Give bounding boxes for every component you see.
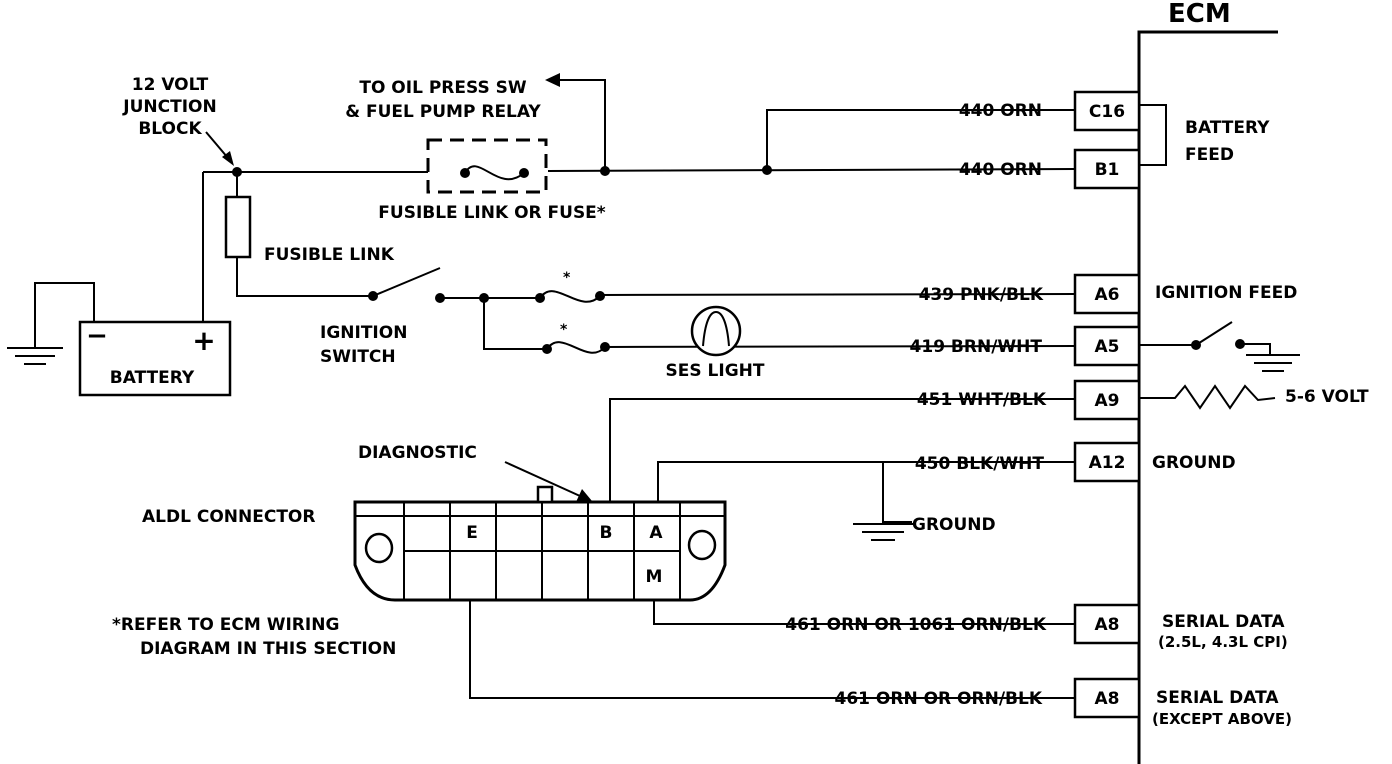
a5-switch-blade	[1195, 321, 1233, 346]
pin-label: A9	[1095, 391, 1120, 411]
pin-label: A5	[1095, 337, 1120, 357]
wire-label: 450 BLK/WHT	[915, 454, 1045, 474]
diagnostic-label: DIAGNOSTIC	[358, 443, 477, 463]
a6-fuse-terminal	[595, 291, 605, 301]
ecm-note-label: DIAGRAM IN THIS SECTION	[140, 639, 396, 659]
ignition-switch-blade	[372, 267, 441, 297]
pin-label: A6	[1095, 285, 1120, 305]
battery-feed-bracket	[1139, 104, 1167, 166]
pin-label: B1	[1095, 160, 1120, 180]
fusible-link-wire-bottom	[236, 257, 373, 297]
a5-fuse-terminal	[542, 344, 552, 354]
wire-label: 461 ORN OR 1061 ORN/BLK	[785, 615, 1047, 635]
junction-block-label: 12 VOLT	[132, 75, 209, 95]
fuse-symbol-icon	[464, 165, 525, 181]
battery-ground-wire	[34, 282, 95, 348]
a5-wire	[604, 345, 1076, 348]
ecm-bus-line	[1137, 30, 1278, 764]
fusible-link-label: FUSIBLE LINK	[264, 245, 395, 265]
ground-wire	[882, 462, 912, 523]
ignition-switch-label: IGNITION	[320, 323, 407, 343]
fuse-note-star: *	[560, 322, 568, 338]
serial-data-sub-label: (EXCEPT ABOVE)	[1152, 710, 1292, 728]
fuse-terminal-dot	[460, 168, 470, 178]
fusible-link-or-fuse-label: FUSIBLE LINK OR FUSE*	[378, 203, 606, 223]
aldl-connector-label: ALDL CONNECTOR	[142, 507, 315, 527]
fuse-terminal-dot	[519, 168, 529, 178]
ses-branch-wire	[483, 298, 547, 350]
pin-label: A8	[1095, 689, 1120, 709]
battery-feed-label: BATTERY	[1185, 118, 1270, 138]
fusible-link-or-fuse-box	[426, 138, 548, 194]
pin-label: A8	[1095, 615, 1120, 635]
serial-data-label: SERIAL DATA	[1156, 688, 1279, 708]
ecm-title: ECM	[1168, 0, 1231, 29]
ignition-feed-label: IGNITION FEED	[1155, 283, 1297, 303]
ses-light-label: SES LIGHT	[666, 361, 765, 381]
c16-branch-wire	[766, 109, 1075, 170]
serial-data-sub-label: (2.5L, 4.3L CPI)	[1158, 633, 1288, 651]
ground-label: GROUND	[912, 515, 996, 535]
battery-symbol	[78, 320, 232, 397]
pin-label: C16	[1089, 102, 1125, 122]
fusible-link-element	[224, 195, 252, 259]
ecm-pin-a12	[1073, 441, 1141, 483]
fuse-note-star: *	[563, 270, 571, 286]
ecm-note-label: *REFER TO ECM WIRING	[112, 615, 339, 635]
aldl-mount-hole	[364, 532, 394, 564]
a6-fuse-terminal	[535, 293, 545, 303]
aldl-cavity-m: M	[646, 567, 663, 587]
a9-voltage-label: 5-6 VOLT	[1285, 387, 1369, 407]
wire-label: 451 WHT/BLK	[917, 390, 1047, 410]
a6-fuse-icon	[539, 290, 601, 303]
aldl-cavity-b: B	[600, 523, 613, 543]
ecm-pin-a8-cpi	[1073, 603, 1141, 645]
junction-block-label: JUNCTION	[122, 97, 216, 117]
battery-negative-terminal: −	[86, 321, 108, 351]
wire-label: 440 ORN	[959, 101, 1042, 121]
oil-press-wire	[555, 79, 606, 171]
wire-label: 439 PNK/BLK	[919, 285, 1044, 305]
a12-wire	[657, 461, 1075, 502]
a5-ground-wire	[1240, 343, 1271, 354]
oil-press-splice-dot	[600, 166, 610, 176]
a9-resistor-icon	[1139, 384, 1276, 410]
junction-pointer-arrow-icon	[222, 151, 234, 166]
c16-splice-dot	[762, 165, 772, 175]
aldl-cavity-e: E	[466, 523, 478, 543]
aldl-mount-hole	[687, 529, 717, 561]
pin-label: A12	[1089, 453, 1126, 473]
ignition-switch-label: SWITCH	[320, 347, 396, 367]
oil-press-arrow-icon	[545, 73, 560, 87]
a9-wire	[609, 398, 1075, 502]
diagnostic-pointer-arrow-icon	[576, 489, 592, 502]
main-feed-wire-2	[547, 168, 1076, 172]
wire-label: 419 BRN/WHT	[910, 337, 1043, 357]
ses-light-bulb-icon	[690, 305, 742, 357]
serial-data-wire-2	[469, 590, 1075, 699]
ecm-pin-a9	[1073, 379, 1141, 421]
junction-pointer-line	[205, 131, 229, 159]
oil-press-label: & FUEL PUMP RELAY	[345, 102, 541, 122]
aldl-cavity-a: A	[649, 523, 663, 543]
wire-label: 440 ORN	[959, 160, 1042, 180]
wire-label: 461 ORN OR ORN/BLK	[835, 689, 1043, 709]
a5-fuse-icon	[546, 341, 606, 354]
junction-block-label: BLOCK	[138, 119, 202, 139]
aldl-connector-key	[536, 485, 554, 504]
aldl-connector: E B A M	[353, 485, 727, 602]
serial-data-label: SERIAL DATA	[1162, 612, 1285, 632]
ecm-pin-a6	[1073, 273, 1141, 315]
battery-positive-terminal: +	[192, 324, 215, 357]
a12-ground-label: GROUND	[1152, 453, 1236, 473]
ecm-pin-b1	[1073, 148, 1141, 190]
battery-label: BATTERY	[110, 368, 195, 388]
a6-wire	[599, 293, 1076, 296]
battery-feed-label: FEED	[1185, 145, 1234, 165]
diagnostic-pointer-line	[504, 461, 581, 497]
ecm-pin-a8-other	[1073, 677, 1141, 719]
ses-light-filament-icon	[702, 310, 730, 347]
oil-press-label: TO OIL PRESS SW	[359, 78, 527, 98]
